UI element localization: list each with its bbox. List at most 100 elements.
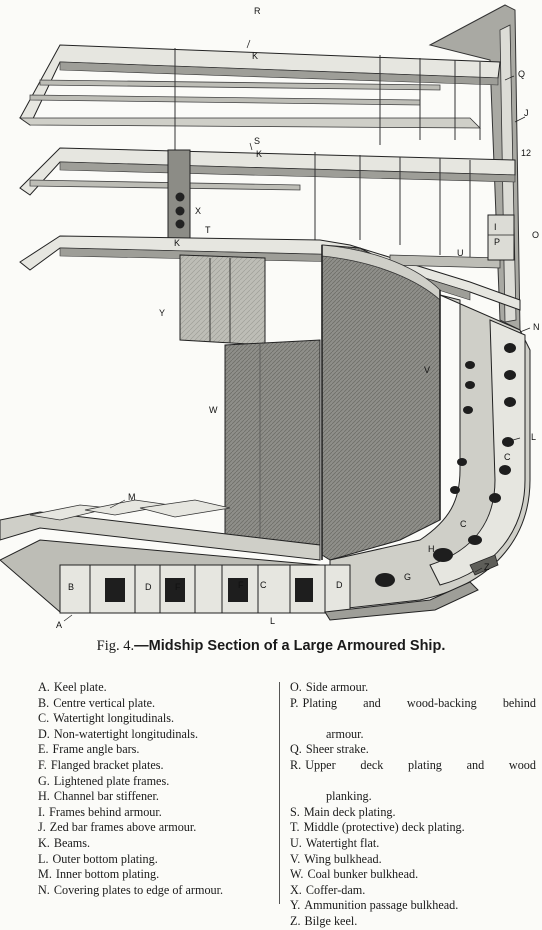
- callout-H: H: [428, 544, 435, 554]
- legend-key: O.: [290, 680, 302, 694]
- callout-A: A: [56, 620, 62, 630]
- legend-key: Q.: [290, 742, 302, 757]
- legend-text: Coal bunker bulkhead.: [307, 867, 419, 882]
- legend-text: Watertight flat.: [305, 835, 380, 850]
- legend-key: T.: [290, 820, 300, 835]
- legend-text: Inner bottom plating.: [55, 867, 160, 882]
- legend-key: H.: [38, 789, 50, 804]
- legend-text: Centre vertical plate.: [53, 695, 156, 710]
- legend-entry: E.Frame angle bars.: [38, 742, 274, 758]
- callout-N: N: [533, 322, 540, 332]
- callout-U: U: [457, 248, 464, 258]
- callout-C-side: C: [504, 452, 511, 462]
- legend-entry: P.Plating and wood-backing behind: [290, 696, 536, 727]
- legend-key: B.: [38, 695, 50, 710]
- legend-entry: B.Centre vertical plate.: [38, 696, 274, 712]
- legend-key: M.: [38, 867, 52, 882]
- legend-text: Lightened plate frames.: [53, 773, 170, 788]
- legend-key: I.: [38, 804, 46, 819]
- callout-K-middle: K: [174, 238, 180, 248]
- callout-J: J: [524, 108, 529, 118]
- legend-text: Upper deck plating and wood: [305, 757, 536, 772]
- middle-deck: [19, 235, 521, 311]
- legend-key: L.: [38, 851, 49, 866]
- double-bottom: [0, 539, 499, 621]
- legend-text: Side armour.: [305, 680, 369, 694]
- ammunition-passage-bulkhead: [179, 254, 266, 346]
- legend-text: Plating and wood-backing behind: [302, 695, 536, 710]
- callout-V: V: [424, 365, 430, 375]
- callout-S: S: [254, 136, 260, 146]
- callout-K-upper: K: [252, 51, 258, 61]
- legend-key: U.: [290, 835, 302, 850]
- lightened-plate-frames: [329, 294, 531, 611]
- callout-F-2: F: [238, 580, 244, 590]
- legend-key: E.: [38, 742, 49, 757]
- legend-text: Frames behind armour.: [49, 804, 162, 819]
- legend-entry: T.Middle (protective) deck plating.: [290, 820, 536, 836]
- callout-X: X: [195, 206, 201, 216]
- legend-key: W.: [290, 867, 304, 882]
- callout-G: G: [404, 572, 411, 582]
- upper-deck: [18, 44, 501, 150]
- callout-F-1: F: [175, 582, 181, 592]
- legend-text: Middle (protective) deck plating.: [303, 820, 465, 835]
- legend-key: K.: [38, 835, 50, 850]
- legend-entry: Y.Ammunition passage bulkhead.: [290, 898, 536, 914]
- legend-entry: W.Coal bunker bulkhead.: [290, 867, 536, 883]
- side-armour: [487, 214, 515, 261]
- callout-Z: Z: [484, 562, 490, 572]
- legend-text: Sheer strake.: [305, 742, 369, 757]
- legend-entry: R.Upper deck plating and wood: [290, 758, 536, 789]
- callout-Y: Y: [159, 308, 165, 318]
- callout-D-1: D: [145, 582, 152, 592]
- legend-entry: D.Non-watertight longitudinals.: [38, 727, 274, 743]
- legend-entry: I.Frames behind armour.: [38, 805, 274, 821]
- legend-text: Channel bar stiffener.: [53, 789, 159, 804]
- callout-O: O: [532, 230, 539, 240]
- legend-entry: Q.Sheer strake.: [290, 742, 536, 758]
- figure-caption: Fig. 4.—Midship Section of a Large Armou…: [0, 638, 542, 655]
- legend-text: Non-watertight longitudinals.: [53, 726, 199, 741]
- legend-continuation: armour.: [326, 726, 364, 741]
- legend-entry: V.Wing bulkhead.: [290, 852, 536, 868]
- legend-entry: F.Flanged bracket plates.: [38, 758, 274, 774]
- legend-entry: U.Watertight flat.: [290, 836, 536, 852]
- legend-key: S.: [290, 804, 300, 819]
- legend-entry: M.Inner bottom plating.: [38, 867, 274, 883]
- callout-M: M: [128, 492, 136, 502]
- coal-bunker-bulkhead: [224, 339, 321, 561]
- legend-key: F.: [38, 757, 47, 772]
- legend-key: A.: [38, 680, 50, 694]
- legend-entry: K.Beams.: [38, 836, 274, 852]
- legend-entry: O.Side armour.: [290, 680, 536, 696]
- legend-entry: L.Outer bottom plating.: [38, 852, 274, 868]
- callout-12: 12: [521, 148, 531, 158]
- legend-entry: J.Zed bar frames above armour.: [38, 820, 274, 836]
- legend-entry: X.Coffer-dam.: [290, 883, 536, 899]
- legend-key: N.: [38, 882, 50, 897]
- legend-key: C.: [38, 711, 50, 726]
- legend-key: X.: [290, 882, 302, 897]
- callout-B: B: [68, 582, 74, 592]
- callout-L-side: L: [531, 432, 536, 442]
- legend-text: Zed bar frames above armour.: [49, 820, 197, 835]
- callout-D-2: D: [336, 580, 343, 590]
- legend-text: Bilge keel.: [304, 913, 358, 928]
- legend-key: J.: [38, 820, 46, 835]
- legend-text: Outer bottom plating.: [52, 851, 158, 866]
- legend-text: Main deck plating.: [303, 804, 396, 819]
- legend-text: Covering plates to edge of armour.: [53, 882, 224, 897]
- legend-text: Coffer-dam.: [305, 882, 366, 897]
- coffer-dam: [167, 149, 191, 241]
- legend-key: P.: [290, 695, 299, 710]
- legend-key: G.: [38, 773, 50, 788]
- callout-T: T: [205, 225, 211, 235]
- legend-text: Keel plate.: [53, 680, 107, 694]
- callout-R: R: [254, 6, 261, 16]
- legend-text: Ammunition passage bulkhead.: [304, 898, 459, 913]
- legend-key: R.: [290, 757, 302, 772]
- callout-C-bottom: C: [260, 580, 267, 590]
- midship-section-figure: R K Q J S K 12 X I T O K P U Y N V W L C…: [0, 4, 540, 630]
- legend-left-column: A.Keel plate.B.Centre vertical plate.C.W…: [38, 680, 274, 898]
